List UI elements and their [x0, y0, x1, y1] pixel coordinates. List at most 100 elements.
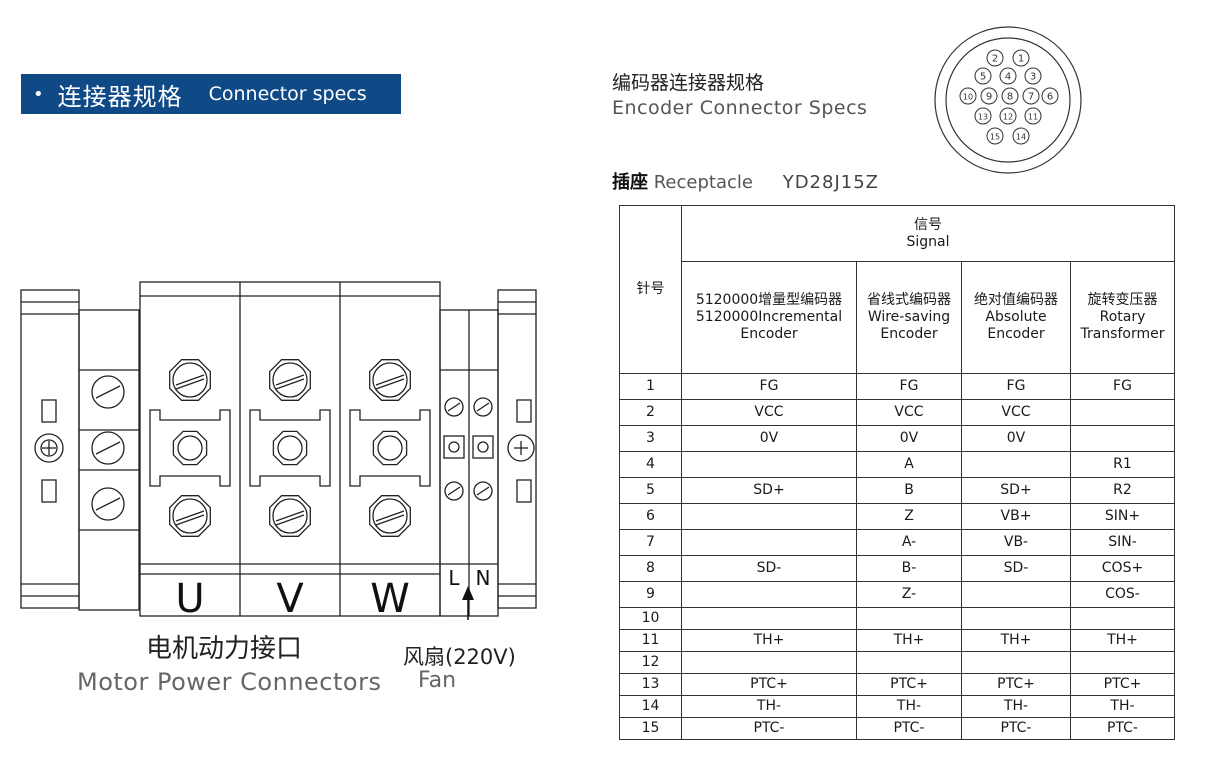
- signal-cell: [681, 451, 857, 478]
- pin-number-cell: 12: [619, 651, 682, 674]
- table-header-row: 针号 信号 Signal: [619, 205, 1175, 374]
- left-flange: [20, 289, 80, 609]
- signal-header: 信号 Signal: [681, 205, 1175, 262]
- signal-cell: SIN-: [1070, 529, 1175, 556]
- signal-cell: COS+: [1070, 555, 1175, 582]
- signal-cell: TH+: [1070, 629, 1175, 652]
- column-header: 绝对值编码器 Absolute Encoder: [961, 261, 1071, 374]
- pin-13-socket: [974, 107, 992, 125]
- phase-screw-icon: [269, 359, 311, 401]
- connector-outer-ring: [934, 26, 1082, 174]
- phase-label-u: U: [175, 576, 204, 620]
- signal-cell: FG: [856, 373, 962, 400]
- uvw-housing: [139, 281, 441, 617]
- pin-number-cell: 7: [619, 529, 682, 556]
- encoder-title-en: Encoder Connector Specs: [612, 97, 868, 119]
- signal-cell: [961, 451, 1071, 478]
- pin-13-label: 13: [978, 113, 988, 122]
- pin-8-label: 8: [1007, 92, 1013, 103]
- pin-1-socket: [1012, 49, 1030, 67]
- pin-15-socket: [986, 127, 1004, 145]
- ground-screw-icon: [91, 375, 125, 409]
- signal-cell: TH-: [961, 695, 1071, 718]
- pin-2-socket: [986, 49, 1004, 67]
- pin-number-cell: 15: [619, 717, 682, 740]
- signal-header-en: Signal: [906, 233, 950, 250]
- pin-6-label: 6: [1047, 92, 1053, 103]
- pin-number-cell: 6: [619, 503, 682, 530]
- signal-cell: PTC+: [681, 673, 857, 696]
- signal-cell: SD+: [961, 477, 1071, 504]
- receptacle-cn: 插座: [612, 172, 648, 193]
- signal-cell: Z-: [856, 581, 962, 608]
- motor-title-en: Motor Power Connectors: [77, 668, 382, 696]
- pin-4-socket: [999, 67, 1017, 85]
- signal-cell: VCC: [961, 399, 1071, 426]
- signal-cell: 0V: [961, 425, 1071, 452]
- pin-number-cell: 9: [619, 581, 682, 608]
- signal-header-cn: 信号: [914, 216, 942, 233]
- signal-cell: PTC+: [856, 673, 962, 696]
- pin-12-label: 12: [1003, 113, 1013, 122]
- signal-cell: B-: [856, 555, 962, 582]
- right-mount-screw-icon: [507, 434, 535, 462]
- signal-cell: [1070, 399, 1175, 426]
- pin-number-cell: 10: [619, 607, 682, 630]
- column-header-row: 5120000增量型编码器 5120000Incremental Encoder…: [620, 261, 1175, 374]
- signal-cell: 0V: [856, 425, 962, 452]
- pin-7-socket: [1022, 87, 1040, 105]
- fan-arrow-head-icon: [462, 586, 474, 600]
- column-header: 5120000增量型编码器 5120000Incremental Encoder: [681, 261, 857, 374]
- pin-number-cell: 11: [619, 629, 682, 652]
- signal-cell: [961, 651, 1071, 674]
- table-row: 12: [619, 651, 1175, 674]
- signal-cell: FG: [961, 373, 1071, 400]
- pin-number-cell: 2: [619, 399, 682, 426]
- signal-cell: [681, 651, 857, 674]
- phase-terminal-icon: [372, 430, 408, 466]
- column-header-cn: 绝对值编码器: [974, 292, 1058, 308]
- ground-screw-icon: [91, 487, 125, 521]
- pin-3-label: 3: [1030, 72, 1036, 83]
- signal-cell: B: [856, 477, 962, 504]
- pin-2-label: 2: [992, 54, 998, 65]
- signal-cell: A-: [856, 529, 962, 556]
- column-header: 旋转变压器 Rotary Transformer: [1070, 261, 1175, 374]
- pin-5-socket: [974, 67, 992, 85]
- left-mount-screw-icon: [34, 433, 64, 463]
- column-header-en2: Encoder: [740, 326, 798, 342]
- signal-cell: SIN+: [1070, 503, 1175, 530]
- pin-number-cell: 1: [619, 373, 682, 400]
- pin-1-label: 1: [1018, 54, 1024, 65]
- signal-cell: TH-: [856, 695, 962, 718]
- signal-cell: SD+: [681, 477, 857, 504]
- pin-9-label: 9: [986, 92, 992, 103]
- column-header-en: 5120000Incremental: [695, 309, 843, 325]
- signal-cell: COS-: [1070, 581, 1175, 608]
- phase-screw-icon: [269, 495, 311, 537]
- pin-4-label: 4: [1005, 72, 1011, 83]
- pin-number-cell: 4: [619, 451, 682, 478]
- signal-cell: VCC: [856, 399, 962, 426]
- signal-cell: SD-: [681, 555, 857, 582]
- table-row: 10: [619, 607, 1175, 630]
- signal-cell: PTC-: [856, 717, 962, 740]
- pin-10-label: 10: [963, 93, 973, 102]
- pin-7-label: 7: [1028, 92, 1034, 103]
- signal-cell: [681, 529, 857, 556]
- receptacle-en: Receptacle: [653, 172, 753, 193]
- phase-terminal-plate: [249, 409, 331, 487]
- motor-title-cn: 电机动力接口: [146, 634, 303, 664]
- bullet: •: [33, 83, 44, 105]
- fan-terminal-l: L: [448, 566, 460, 590]
- signal-cell: PTC-: [1070, 717, 1175, 740]
- column-header-en: Absolute: [985, 309, 1047, 325]
- signal-cell: PTC+: [1070, 673, 1175, 696]
- signal-cell: PTC-: [681, 717, 857, 740]
- section-title-cn: 连接器规格: [57, 82, 183, 111]
- fan-screw-icon: [444, 397, 464, 417]
- pin-number-cell: 3: [619, 425, 682, 452]
- phase-terminal-icon: [272, 430, 308, 466]
